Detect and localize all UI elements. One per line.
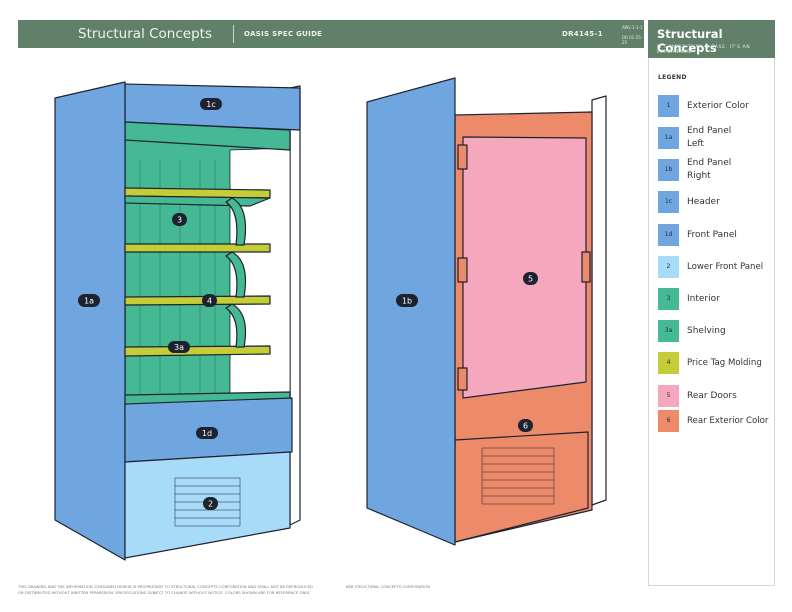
legend-label: Front Panel — [687, 230, 737, 240]
callout-label: 4 — [207, 297, 212, 306]
legend-label: Exterior Color — [687, 101, 749, 111]
footer-note-line-2: OR DISTRIBUTED WITHOUT WRITTEN PERMISSIO… — [18, 589, 310, 595]
header-bar: Structural Concepts OASIS SPEC GUIDE DR4… — [18, 20, 644, 48]
legend-swatch: 1 — [658, 95, 679, 117]
legend-swatch: 1a — [658, 127, 679, 149]
header-divider — [233, 25, 234, 43]
legend-panel: LEGEND 1 Exterior Color 1a End Panel Lef… — [648, 58, 775, 586]
callout-front-panel: 1d — [196, 427, 218, 439]
footer-company-note: 888 STRUCTURAL CONCEPTS CORPORATION — [346, 584, 431, 589]
legend-label: Header — [687, 197, 720, 207]
guide-title: OASIS SPEC GUIDE — [244, 30, 323, 38]
legend-item-end-panel-left: 1a End Panel Left — [658, 126, 770, 151]
legend-label: End Panel Left — [687, 126, 732, 149]
rear-door-hinges — [457, 144, 591, 391]
legend-label: Lower Front Panel — [687, 262, 764, 272]
shelf-brackets — [225, 197, 247, 348]
callout-rear-doors: 5 — [523, 272, 538, 285]
legend-swatch: 1b — [658, 159, 679, 181]
legend-label: Rear Doors — [687, 391, 737, 401]
shelf-3 — [124, 295, 271, 306]
callout-label: 1b — [402, 297, 412, 306]
callout-label: 3 — [177, 216, 182, 225]
callout-end-left: 1a — [78, 294, 100, 307]
shelf-2 — [124, 243, 271, 253]
callout-label: 1d — [202, 429, 212, 438]
legend-label: Interior — [687, 294, 720, 304]
callout-label: 3a — [174, 343, 184, 352]
legend-swatch: 5 — [658, 385, 679, 407]
legend-label: Shelving — [687, 326, 726, 336]
front-case-right-side — [289, 85, 301, 526]
legend-item-header: 1c Header — [658, 191, 770, 215]
legend-swatch: 1c — [658, 191, 679, 213]
drawing-date: DR 01-25-25 — [622, 35, 643, 45]
legend-item-rear-doors: 5 Rear Doors — [658, 385, 770, 409]
callout-label: 5 — [528, 275, 533, 284]
callout-end-right: 1b — [396, 294, 418, 307]
legend-swatch: 4 — [658, 352, 679, 374]
legend-label: End Panel Right — [687, 158, 732, 181]
legend-swatch: 3 — [658, 288, 679, 310]
rear-case-right-side — [591, 95, 607, 506]
callout-interior: 3 — [172, 213, 187, 226]
company-logo: Structural Concepts IT'S MORE THAN A CAS… — [648, 20, 775, 58]
legend-label: Price Tag Molding — [687, 358, 762, 368]
legend-item-shelving: 3a Shelving — [658, 320, 770, 344]
rear-end-panel — [366, 77, 456, 546]
model-number: DR4145-1 — [562, 30, 603, 38]
legend-swatch: 1d — [658, 224, 679, 246]
legend-item-front-panel: 1d Front Panel — [658, 224, 770, 248]
legend-item-end-panel-right: 1b End Panel Right — [658, 158, 770, 183]
callout-header: 1c — [200, 98, 222, 110]
logo-title: Structural Concepts — [657, 27, 723, 55]
callout-rear-exterior: 6 — [518, 419, 533, 432]
legend-item-rear-exterior-color: 6 Rear Exterior Color — [658, 410, 770, 434]
rear-lower-grille — [481, 447, 555, 505]
front-end-panel-left — [54, 81, 126, 561]
legend-title: LEGEND — [658, 74, 687, 81]
callout-label: 2 — [208, 500, 213, 509]
rear-doors — [462, 136, 587, 399]
legend-item-exterior-color: 1 Exterior Color — [658, 95, 770, 119]
callout-label: 1a — [84, 297, 94, 306]
footer-note-line-1: THIS DRAWING AND THE INFORMATION CONTAIN… — [18, 584, 313, 589]
callout-price-tag: 4 — [202, 294, 217, 307]
footer-legal: THIS DRAWING AND THE INFORMATION CONTAIN… — [18, 584, 318, 595]
callout-label: 1c — [206, 100, 216, 109]
callout-lower-front: 2 — [203, 497, 218, 510]
shelf-4 — [124, 345, 271, 357]
legend-item-lower-front-panel: 2 Lower Front Panel — [658, 256, 770, 280]
callout-shelving: 3a — [168, 341, 190, 353]
legend-item-interior: 3 Interior — [658, 288, 770, 312]
legend-item-price-tag-molding: 4 Price Tag Molding — [658, 352, 770, 376]
legend-swatch: 6 — [658, 410, 679, 432]
legend-swatch: 2 — [658, 256, 679, 278]
logo-tagline: IT'S MORE THAN A CASE. IT'S AN EXPERIENC… — [657, 45, 751, 55]
callout-label: 6 — [523, 422, 528, 431]
drawing-code: AWL-1-1-1 — [622, 25, 643, 30]
legend-swatch: 3a — [658, 320, 679, 342]
legend-label: Rear Exterior Color — [687, 416, 769, 426]
case-illustration: 1c 3 4 3a 1d 2 1a 1b 5 6 — [54, 77, 607, 561]
header-brand: Structural Concepts — [78, 26, 212, 42]
